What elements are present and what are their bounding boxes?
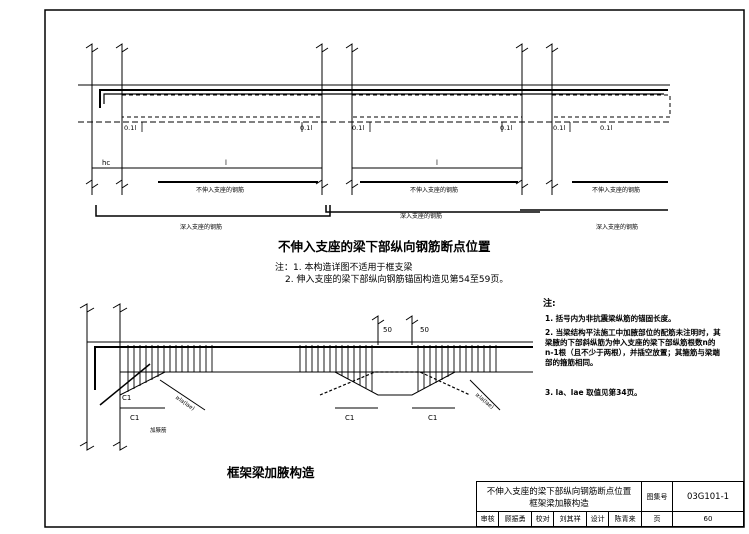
- title-block: 不伸入支座的梁下部纵向钢筋断点位置 框架梁加腋构造 图集号 03G101-1 审…: [475, 481, 744, 527]
- drawing1-text: 0.1l 0.1l 0.1l 0.1l 0.1l 0.1l hc l l 不伸入…: [102, 124, 640, 231]
- span-label-1: 不伸入支座的钢筋: [196, 186, 244, 194]
- c1-label-2: C1: [345, 414, 354, 422]
- right-note-3: 3. la、lae 取值见第34页。: [545, 388, 642, 397]
- dim-011-5: 0.1l: [553, 124, 565, 132]
- title-block-name-line2: 框架梁加腋构造: [529, 498, 589, 509]
- anchor-label-1: ≥la(lae): [174, 395, 196, 413]
- right-note-2: 2. 当梁结构平法施工中加腋部位的配筋未注明时，其梁腋的下部斜纵筋为伸入支座的梁…: [545, 328, 721, 368]
- right-notes-heading: 注:: [543, 299, 556, 309]
- support-label-2: 深入支座的钢筋: [400, 212, 442, 220]
- span-label-3: 不伸入支座的钢筋: [592, 186, 640, 194]
- review-label: 审核: [475, 511, 500, 527]
- check-name: 刘其祥: [553, 511, 587, 527]
- title-haunch: 框架梁加腋构造: [227, 465, 315, 480]
- haunch-label: 加腋筋: [150, 426, 167, 434]
- dim-hc: hc: [102, 159, 110, 167]
- note1-line1: 注：1. 本构造详图不适用于框支梁: [275, 263, 413, 273]
- right-note-1: 1. 括号内为非抗震梁纵筋的锚固长度。: [545, 314, 676, 323]
- dim-011-1: 0.1l: [124, 124, 136, 132]
- check-label: 校对: [530, 511, 555, 527]
- page-label: 页: [641, 511, 673, 527]
- dim-011-3: 0.1l: [352, 124, 364, 132]
- page-number: 60: [672, 511, 744, 527]
- haunch-drawing: [79, 303, 533, 451]
- span-label-2: 不伸入支座的钢筋: [410, 186, 458, 194]
- support-label-3: 深入支座的钢筋: [596, 223, 638, 231]
- dim-ln2: l: [436, 159, 438, 167]
- beam-break-drawing: [78, 43, 671, 217]
- dim-50-2: 50: [420, 326, 429, 334]
- dim-ln1: l: [225, 159, 227, 167]
- dim-011-2: 0.1l: [300, 124, 312, 132]
- review-name: 顾振勇: [498, 511, 532, 527]
- design-label: 设计: [585, 511, 610, 527]
- note1-line2: 2. 伸入支座的梁下部纵向钢筋锚固构造见第54至59页。: [285, 275, 509, 285]
- support-label-1: 深入支座的钢筋: [180, 223, 222, 231]
- design-name: 陈青来: [608, 511, 642, 527]
- title-break-position: 不伸入支座的梁下部纵向钢筋断点位置: [278, 239, 491, 254]
- sheet-border: [44, 9, 745, 528]
- dim-011-6: 0.1l: [600, 124, 612, 132]
- c1-label-3: C1: [428, 414, 437, 422]
- title-block-name-line1: 不伸入支座的梁下部纵向钢筋断点位置: [486, 486, 632, 497]
- column-mid2: [515, 43, 559, 195]
- dim-50-1: 50: [383, 326, 392, 334]
- dim-011-4: 0.1l: [500, 124, 512, 132]
- column-left: [85, 43, 129, 195]
- c1-side-label: C1: [122, 394, 131, 402]
- stirrups: [127, 345, 497, 392]
- title-block-name: 不伸入支座的梁下部纵向钢筋断点位置 框架梁加腋构造: [476, 481, 642, 512]
- c1-label-1: C1: [130, 414, 139, 422]
- atlas-label: 图集号: [641, 481, 673, 512]
- column-mid1: [315, 43, 359, 195]
- atlas-number: 03G101-1: [672, 481, 744, 512]
